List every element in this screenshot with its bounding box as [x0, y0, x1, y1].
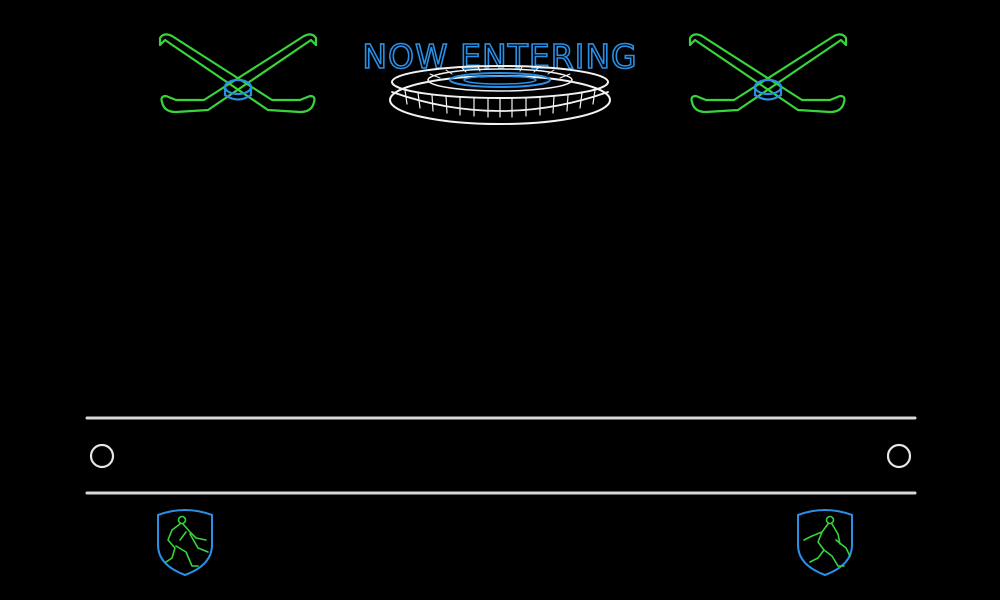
puck-right-icon	[753, 78, 783, 101]
hockey-player-shield-right-icon	[797, 509, 853, 577]
hockey-player-shield-left-icon	[157, 509, 213, 577]
crossed-hockey-sticks-left-icon	[158, 33, 318, 114]
ring-right-icon	[886, 443, 912, 469]
crossed-hockey-sticks-right-icon	[688, 33, 848, 114]
ring-left-icon	[89, 443, 115, 469]
stadium-icon	[389, 65, 611, 125]
headline-now-entering: NOW ENTERING	[362, 37, 637, 76]
puck-left-icon	[223, 78, 253, 101]
